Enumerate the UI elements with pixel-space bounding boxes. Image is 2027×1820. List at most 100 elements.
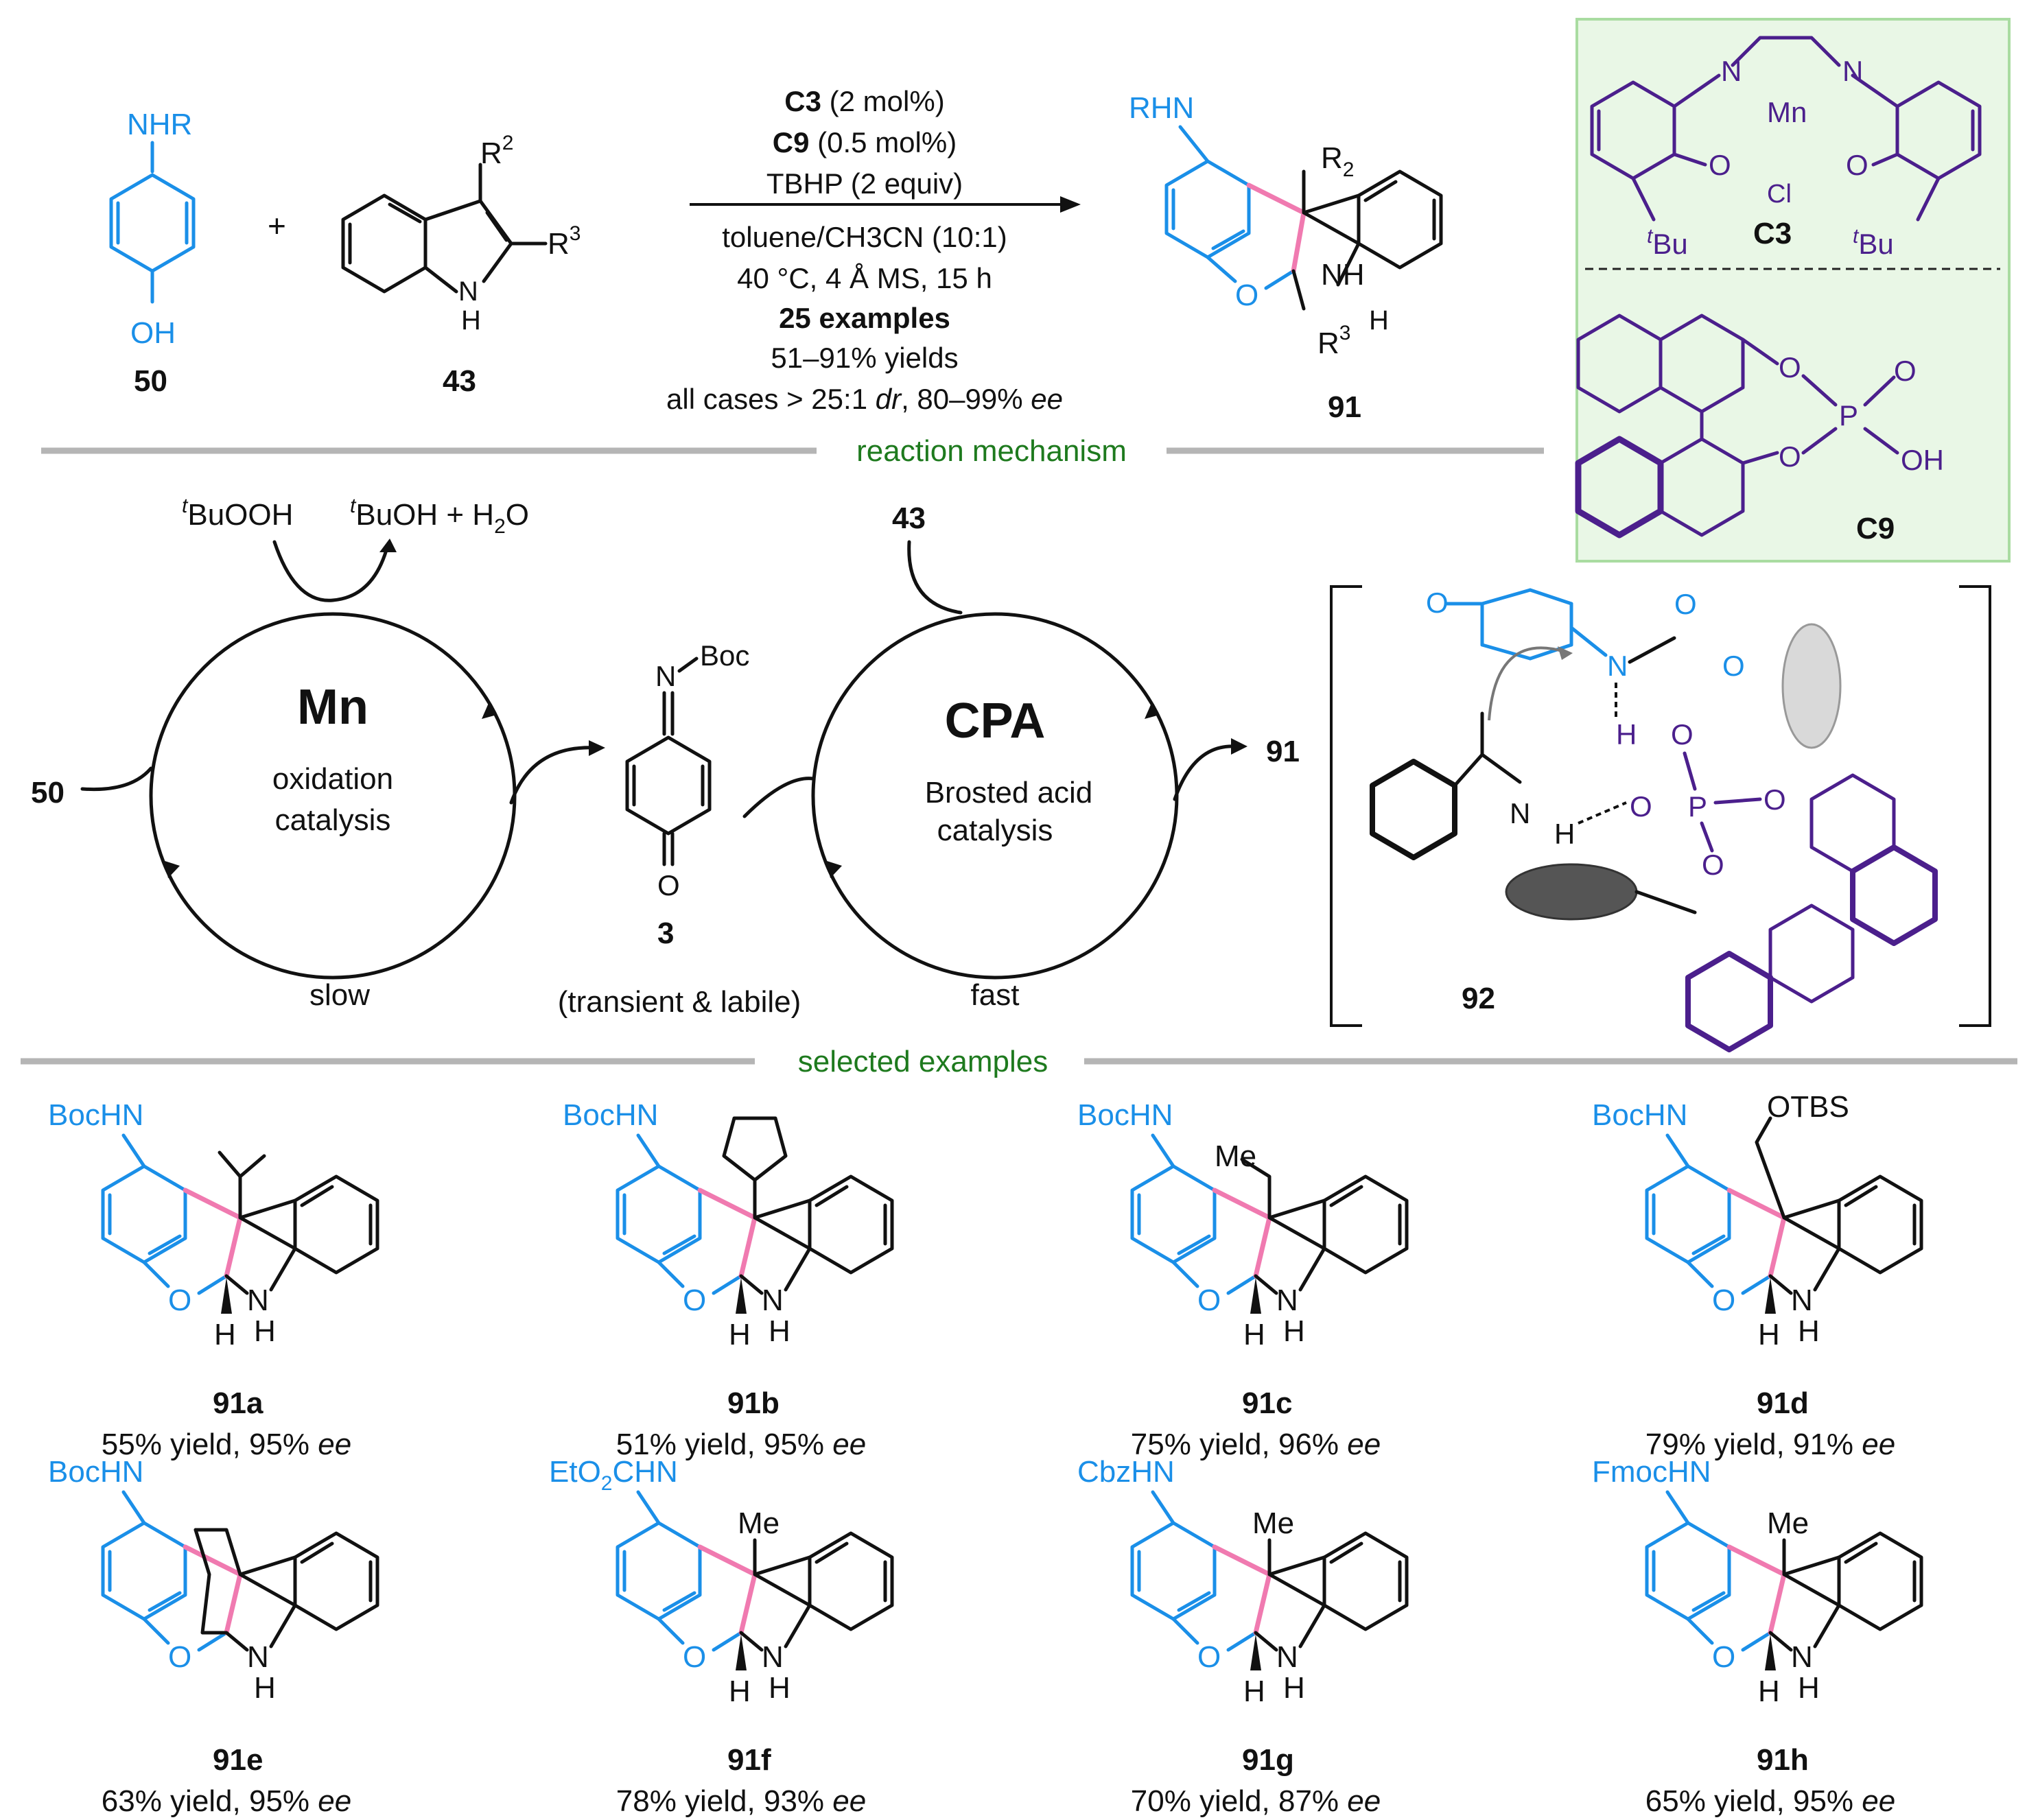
ts-o3: O <box>1722 650 1745 682</box>
reactant-50: NHR OH 50 <box>109 108 196 398</box>
int-o: O <box>657 869 680 901</box>
example-nh-h: H <box>1283 1314 1305 1348</box>
example-nh-h: H <box>254 1314 276 1348</box>
arrow-mn-out <box>509 746 599 805</box>
example-amine: EtO2CHN <box>549 1455 678 1495</box>
example-sub: Me <box>1767 1506 1809 1540</box>
example-yield: 79% yield, 91% ee <box>1645 1428 1895 1461</box>
example-o: O <box>168 1640 191 1674</box>
label-c9: C9 <box>1856 512 1895 545</box>
cpa-title: CPA <box>945 694 1046 748</box>
arrow-int-in <box>742 777 815 818</box>
indole-h: H <box>461 305 481 335</box>
example-yield: 78% yield, 93% ee <box>616 1784 866 1818</box>
mn-rate: slow <box>309 978 370 1012</box>
example-sub: Me <box>1252 1506 1294 1540</box>
c9-o2: O <box>1779 440 1801 473</box>
ts-n: N <box>1607 650 1628 682</box>
example-o: O <box>1197 1640 1221 1674</box>
example-n: N <box>1276 1284 1298 1317</box>
c3-o2: O <box>1846 149 1868 181</box>
label-c3: C3 <box>1753 217 1792 250</box>
example-yield: 75% yield, 96% ee <box>1131 1428 1381 1461</box>
cond-line1: C3 (2 mol%) <box>784 85 944 117</box>
example-n: N <box>1791 1640 1813 1674</box>
example-h: H <box>729 1675 751 1708</box>
product-91: RHN O R2 NH H R3 91 <box>1129 91 1443 424</box>
mechanism-header: reaction mechanism <box>856 434 1127 468</box>
example-o: O <box>683 1284 706 1317</box>
mech-out-91: 91 <box>1266 735 1300 768</box>
mn-title: Mn <box>297 680 368 735</box>
example-id: 91a <box>213 1386 263 1420</box>
c9-oh: OH <box>1901 444 1944 476</box>
mn-cycle: Mn oxidation catalysis slow <box>149 612 517 1012</box>
example-id: 91d <box>1757 1386 1809 1420</box>
c3-n1: N <box>1721 55 1742 87</box>
tbhp-arrow <box>272 540 390 602</box>
c3-tbu-left: tBu <box>1647 225 1688 260</box>
example-h: H <box>729 1318 751 1351</box>
example-h: H <box>1243 1675 1265 1708</box>
example-sub: Me <box>738 1506 780 1540</box>
cpa-line2: catalysis <box>937 814 1053 847</box>
ts-h2: H <box>1554 818 1575 850</box>
example-id: 91h <box>1757 1743 1809 1777</box>
cpa-line1: Brosted acid <box>925 776 1093 809</box>
indole-n: N <box>458 276 478 307</box>
example-o: O <box>1712 1640 1735 1674</box>
product-nh: NH <box>1321 258 1365 292</box>
example-id: 91e <box>213 1743 263 1777</box>
reactant1-oh: OH <box>130 316 176 350</box>
intermediate-3: Boc N O 3 (transient & labile) <box>558 639 801 1019</box>
ts-n2: N <box>1510 797 1530 829</box>
product-h: H <box>1369 305 1389 335</box>
cpa-in-43: 43 <box>892 501 926 535</box>
example-sub: Me <box>1215 1139 1256 1173</box>
c3-tbu-right: tBu <box>1853 225 1894 260</box>
example-amine: CbzHN <box>1077 1455 1175 1489</box>
label-50: 50 <box>134 364 167 398</box>
arrow-50-in <box>80 766 153 792</box>
product-r2: R2 <box>1321 141 1354 181</box>
cond-line2: C9 (0.5 mol%) <box>773 126 957 158</box>
example-h: H <box>1758 1675 1780 1708</box>
ts-o: O <box>1426 587 1449 619</box>
example-yield: 70% yield, 87% ee <box>1131 1784 1381 1818</box>
tbuoh-water: tBuOH + H2O <box>350 495 529 538</box>
example-amine: BocHN <box>563 1098 658 1132</box>
example-o: O <box>1712 1284 1735 1317</box>
cpa-rate: fast <box>971 978 1020 1012</box>
example-sub: OTBS <box>1767 1090 1849 1124</box>
example-nh-h: H <box>254 1671 276 1705</box>
example-n: N <box>1791 1284 1813 1317</box>
r2-label: R2 <box>480 132 513 170</box>
reaction-conditions: C3 (2 mol%) C9 (0.5 mol%) TBHP (2 equiv)… <box>666 85 1081 415</box>
catalyst-panel: N N Mn O O Cl tBu tBu C3 <box>1575 18 2011 563</box>
ts-h: H <box>1616 718 1637 751</box>
example-n: N <box>762 1640 784 1674</box>
ts-o6: O <box>1764 783 1786 816</box>
cond-line8: all cases > 25:1 dr, 80–99% ee <box>666 383 1063 415</box>
mn-line2: catalysis <box>275 803 391 837</box>
example-yield: 63% yield, 95% ee <box>102 1784 351 1818</box>
product-r3: R3 <box>1317 322 1350 360</box>
c9-o1: O <box>1779 351 1801 383</box>
cond-line6: 25 examples <box>779 302 950 334</box>
arrow-43-in <box>907 540 963 615</box>
catalyst-panel-bg <box>1575 18 2011 563</box>
example-n: N <box>247 1284 269 1317</box>
example-h: H <box>1758 1318 1780 1351</box>
example-nh-h: H <box>1798 1314 1820 1348</box>
arrow-cpa-out <box>1173 744 1237 801</box>
ts-o4: O <box>1671 718 1694 751</box>
reactant-43: R2 R3 N H 43 <box>341 132 581 398</box>
example-n: N <box>247 1640 269 1674</box>
